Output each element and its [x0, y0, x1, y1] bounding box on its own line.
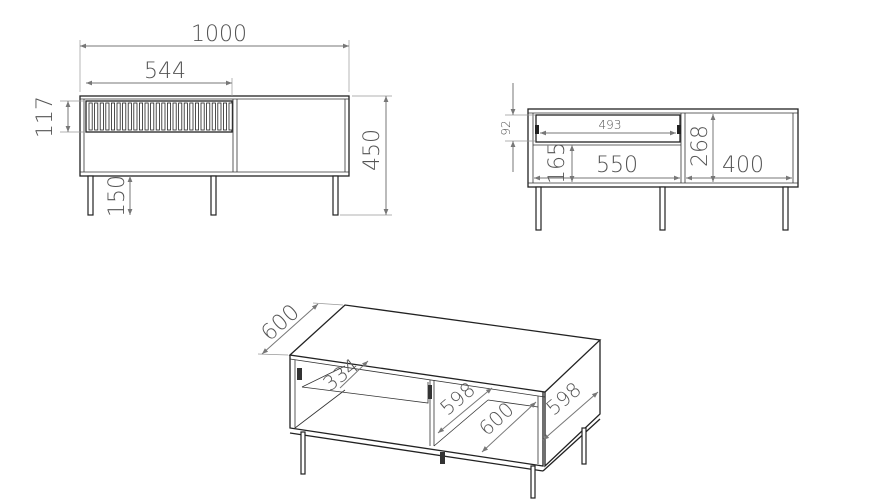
iso-dimensions: 600 334 598 600 598: [257, 300, 599, 453]
front-view: [79, 95, 350, 216]
dim-drawer-inner-width: 493: [599, 118, 622, 132]
dim-left-width: 550: [596, 153, 638, 178]
slat: [105, 102, 110, 131]
slat: [172, 102, 177, 131]
slat: [166, 102, 171, 131]
slat: [111, 102, 116, 131]
dim-drawer-width: 544: [144, 59, 186, 84]
slat: [222, 102, 227, 131]
dim-side-depth: 598: [541, 377, 586, 420]
slat: [94, 102, 99, 131]
slat: [155, 102, 160, 131]
leg: [210, 175, 217, 216]
iso-view: [288, 304, 602, 499]
leg: [332, 175, 339, 216]
leg: [87, 175, 94, 216]
dim-drawer-height: 117: [33, 96, 58, 138]
dim-right-width: 400: [722, 153, 764, 178]
slat: [183, 102, 188, 131]
dim-total-height: 450: [360, 129, 385, 171]
leg: [782, 186, 789, 231]
slat: [116, 102, 121, 131]
slat: [122, 102, 127, 131]
slat: [228, 102, 233, 131]
slat: [217, 102, 222, 131]
leg: [581, 427, 587, 465]
dim-inner-depth: 598: [435, 377, 480, 420]
drawer-slats: [88, 102, 233, 131]
slat: [99, 102, 104, 131]
dim-drawer-height: 92: [499, 120, 513, 135]
slat: [161, 102, 166, 131]
dim-left-height: 165: [545, 142, 570, 184]
slat: [211, 102, 216, 131]
slat: [150, 102, 155, 131]
slat: [189, 102, 194, 131]
slat: [88, 102, 93, 131]
section-dimensions: 92 493 550 165 268 400: [499, 83, 792, 184]
leg: [535, 186, 542, 231]
leg: [300, 431, 306, 475]
section-view: [527, 108, 799, 231]
slat: [200, 102, 205, 131]
slat: [133, 102, 138, 131]
slat: [194, 102, 199, 131]
dim-width: 1000: [191, 22, 247, 47]
front-dimensions: 1000 544 117 450 150: [33, 22, 392, 217]
slat: [206, 102, 211, 131]
dim-leg-height: 150: [105, 175, 130, 217]
slat: [144, 102, 149, 131]
leg: [530, 465, 536, 499]
slat: [138, 102, 143, 131]
dim-depth: 600: [257, 300, 305, 347]
slat: [127, 102, 132, 131]
leg: [659, 186, 666, 231]
dim-right-height: 268: [688, 125, 713, 167]
slat: [178, 102, 183, 131]
